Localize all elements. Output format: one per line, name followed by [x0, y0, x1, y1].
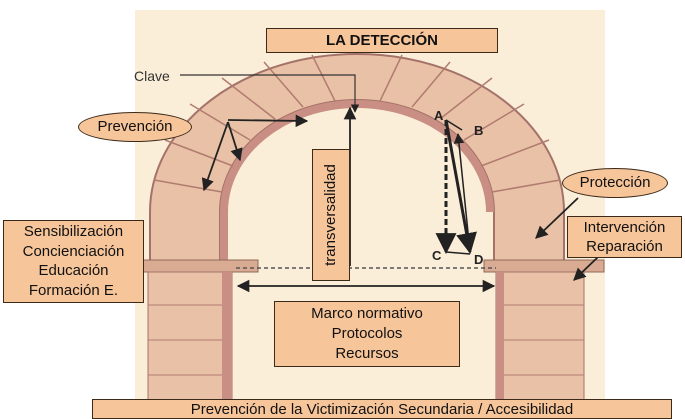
point-label-d: D: [474, 252, 483, 267]
awareness-item: Concienciación: [22, 242, 125, 260]
awareness-item: Sensibilización: [23, 223, 124, 240]
force-ad: [444, 119, 477, 255]
page-title: LA DETECCIÓN: [326, 32, 438, 49]
point-label-c: C: [432, 248, 442, 263]
framework-item: Protocolos: [331, 325, 403, 342]
keystone-leader: [180, 74, 360, 113]
framework-item: Recursos: [335, 345, 399, 362]
force-ab: [445, 119, 463, 131]
prevention-oval: Prevención: [78, 112, 192, 142]
point-label-b: B: [474, 123, 483, 138]
framework-box: Marco normativo Protocolos Recursos: [274, 301, 460, 367]
force-diagram: A B C D: [432, 108, 483, 267]
protection-label: Protección: [579, 174, 651, 191]
awareness-item: Educación: [38, 262, 109, 279]
prevention-arrow-2: [227, 121, 243, 162]
awareness-item: Formación E.: [28, 281, 119, 299]
left-ledge: [139, 259, 259, 273]
intervention-box: Intervención Reparación: [567, 216, 682, 258]
prevention-arrow-3: [201, 121, 229, 192]
keystone-label: Clave: [134, 68, 170, 84]
bottom-banner-label: Prevención de la Victimización Secundari…: [190, 401, 574, 418]
title-box: LA DETECCIÓN: [266, 28, 498, 53]
right-pillar: [495, 271, 585, 406]
framework-item: Marco normativo: [311, 305, 423, 322]
awareness-box: Sensibilización Concienciación Educación…: [3, 220, 144, 303]
prevention-arrow-1: [227, 114, 309, 128]
bottom-banner: Prevención de la Victimización Secundari…: [92, 399, 672, 419]
transversality-label: transversalidad: [322, 164, 339, 266]
right-ledge: [483, 259, 605, 273]
intervention-arrow: [573, 256, 599, 281]
left-pillar: [147, 271, 233, 406]
intervention-item: Intervención: [583, 219, 666, 236]
protection-oval: Protección: [562, 168, 668, 198]
point-label-a: A: [434, 108, 444, 123]
transversality-box: transversalidad: [312, 149, 350, 281]
protection-arrow: [535, 197, 579, 239]
intervention-item: Reparación: [586, 238, 663, 255]
force-db: [453, 132, 471, 253]
force-cd: [445, 251, 471, 255]
prevention-label: Prevención: [97, 118, 173, 135]
